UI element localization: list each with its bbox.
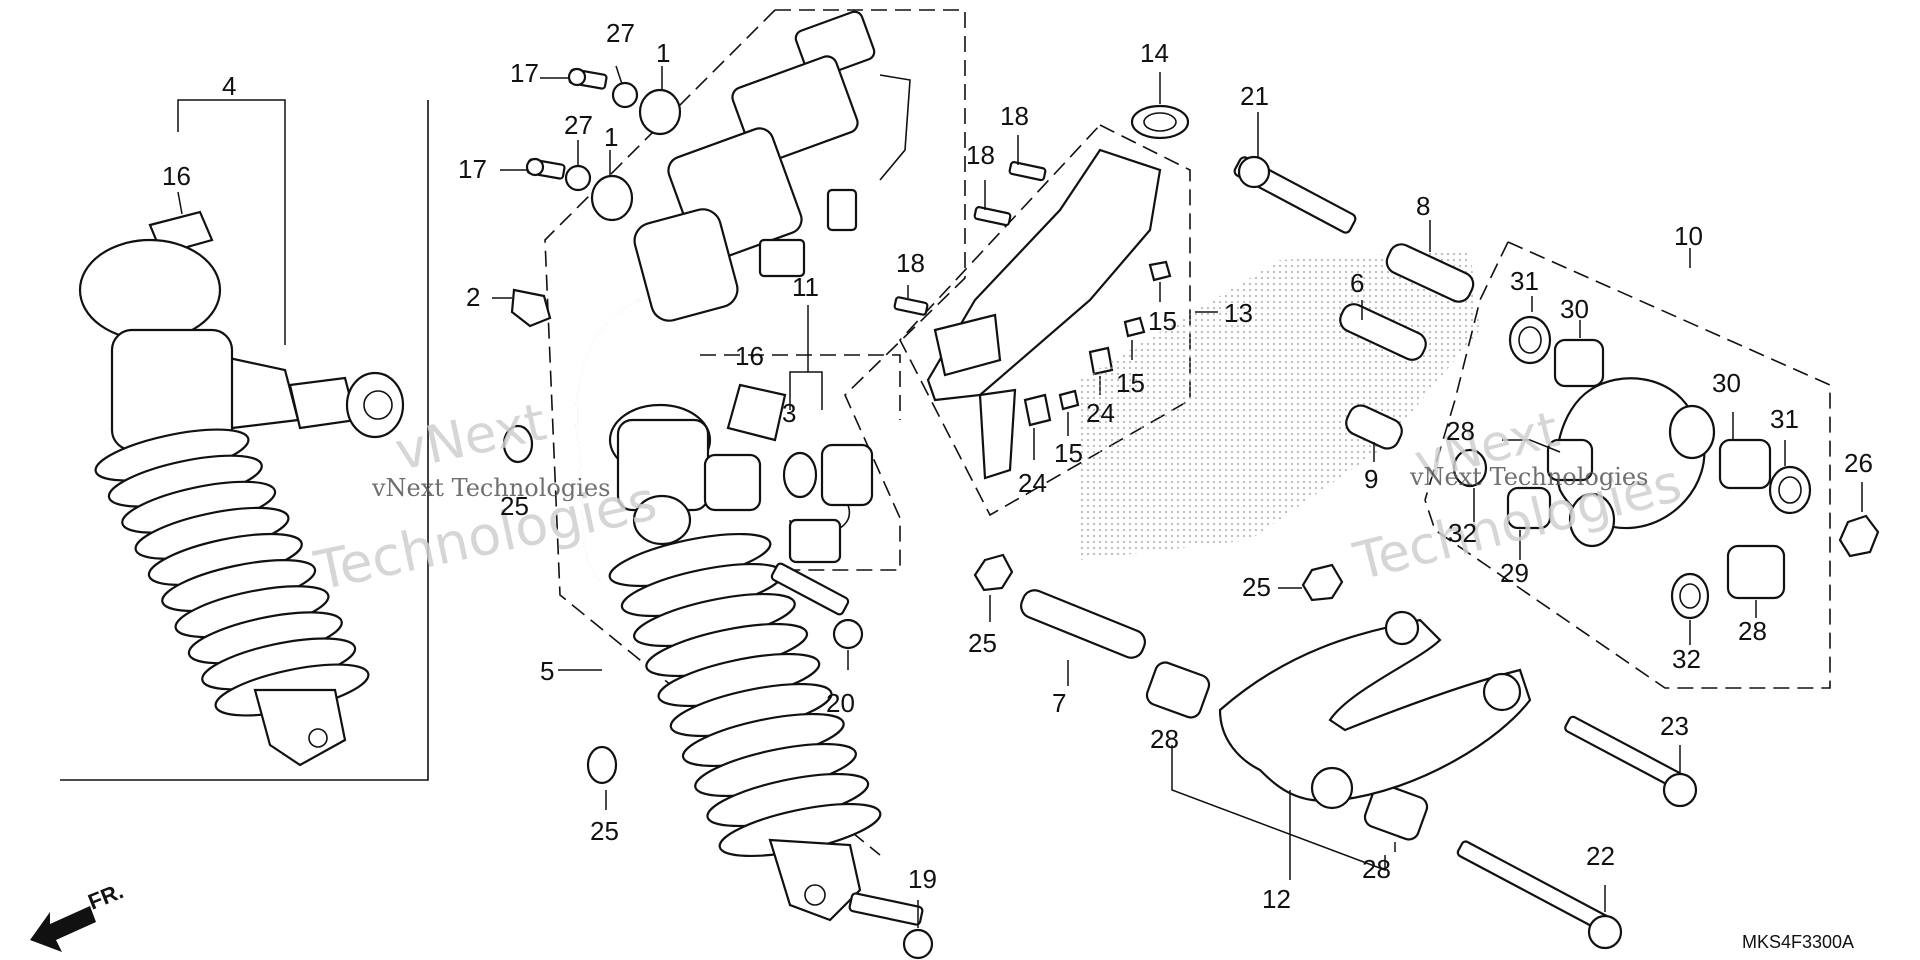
callout: 28	[1738, 616, 1767, 646]
callout: 24	[1018, 468, 1047, 498]
bolts-and-bushings-upper	[492, 65, 682, 810]
callout: 32	[1448, 518, 1477, 548]
callout: 15	[1116, 368, 1145, 398]
callout: 19	[908, 864, 937, 894]
figure-code: MKS4F3300A	[1742, 932, 1854, 952]
callout: 13	[1224, 298, 1253, 328]
callout: 26	[1844, 448, 1873, 478]
callout: 24	[1086, 398, 1115, 428]
callout: 3	[782, 398, 796, 428]
callout: 18	[1000, 101, 1029, 131]
callout: 25	[968, 628, 997, 658]
shock-mount-bolts	[770, 562, 934, 960]
callout: 27	[564, 110, 593, 140]
callout: 9	[1364, 464, 1378, 494]
callout: 18	[896, 248, 925, 278]
callout: 17	[510, 58, 539, 88]
callout: 30	[1712, 368, 1741, 398]
callout-labels: 4 16 17 27 1 27 17 1 2 25 16 11 3 5 20 2…	[162, 18, 1873, 914]
callout: 25	[500, 491, 529, 521]
callout: 23	[1660, 711, 1689, 741]
callout: 32	[1672, 644, 1701, 674]
callout: 22	[1586, 841, 1615, 871]
svg-text:vNext Technologies: vNext Technologies	[371, 474, 610, 502]
callout: 16	[162, 161, 191, 191]
linkage-parts	[973, 112, 1880, 950]
callout: 15	[1054, 438, 1083, 468]
callout: 27	[606, 18, 635, 48]
callout: 6	[1350, 268, 1364, 298]
svg-text:FR.: FR.	[85, 878, 127, 914]
callout: 11	[792, 272, 819, 302]
callout: 30	[1560, 294, 1589, 324]
front-direction-marker: FR.	[30, 878, 127, 952]
callout: 28	[1150, 724, 1179, 754]
callout: 1	[656, 38, 670, 68]
callout: 29	[1500, 558, 1529, 588]
callout: 15	[1148, 306, 1177, 336]
callout: 25	[1242, 572, 1271, 602]
callout: 18	[966, 140, 995, 170]
rear-shock-unit-5	[544, 9, 966, 922]
frame-hatch-region	[1080, 250, 1480, 560]
callout: 4	[222, 71, 236, 101]
coil-spring	[608, 532, 882, 858]
callout: 31	[1770, 404, 1799, 434]
callout: 20	[826, 688, 855, 718]
callout: 16	[735, 341, 764, 371]
callout: 21	[1240, 81, 1269, 111]
svg-text:vNext: vNext	[390, 392, 551, 482]
callout: 14	[1140, 38, 1169, 68]
connector-group-11	[700, 305, 901, 564]
callout: 12	[1262, 884, 1291, 914]
callout: 28	[1362, 854, 1391, 884]
callout: 10	[1674, 221, 1703, 251]
callout: 31	[1510, 266, 1539, 296]
bracket-assembly-13	[893, 72, 1218, 517]
callout: 1	[604, 122, 618, 152]
callout: 17	[458, 154, 487, 184]
callout: 2	[466, 282, 480, 312]
svg-text:vNext Technologies: vNext Technologies	[1409, 463, 1648, 491]
rear-shock-absorber-4	[60, 99, 429, 781]
callout: 8	[1416, 191, 1430, 221]
callout: 25	[590, 816, 619, 846]
callout: 28	[1446, 416, 1475, 446]
callout: 5	[540, 656, 554, 686]
callout: 7	[1052, 688, 1066, 718]
